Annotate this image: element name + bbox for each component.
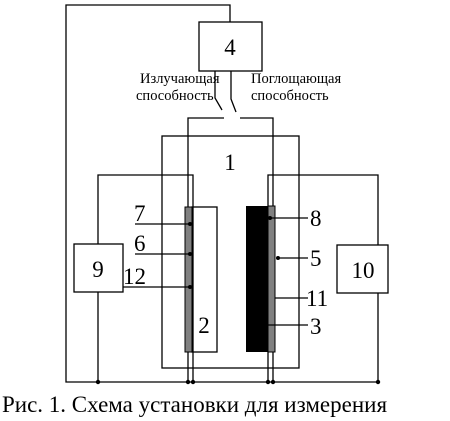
junction-dot [188,222,192,226]
junction-dot [185,379,191,385]
block-10-meter [336,244,389,294]
emissivity-label-line2: способность [136,88,214,104]
junction-dot [375,379,381,385]
junction-dots [95,216,381,385]
label-11: 11 [306,286,328,311]
emissivity-label-line1: Излучающая [140,71,220,87]
junction-dot [265,379,271,385]
label-7: 7 [134,201,146,226]
wire-10-loop [267,174,337,382]
absorptivity-label-line1: Поглощающая [251,71,341,87]
label-3: 3 [310,314,322,339]
junction-dot [268,216,272,220]
junction-dot [188,285,192,289]
label-12: 12 [123,264,146,289]
label-5: 5 [310,246,322,271]
block-9-meter [73,243,124,293]
wire-4-left [214,71,223,111]
junction-dot [190,379,196,385]
block-4-label: 4 [224,35,236,60]
sample-plate-2-label: 2 [198,313,210,338]
label-6: 6 [134,231,146,256]
label-8: 8 [310,206,322,231]
junction-dot [276,256,280,260]
junction-dot [270,379,276,385]
black-absorber-plate [246,206,268,352]
figure-caption: Рис. 1. Схема установки для измерения [2,392,387,417]
chamber-1-label: 1 [224,150,236,175]
outer-wire-loop [65,4,379,383]
wire-4-right [230,71,237,113]
absorptivity-label-line2: способность [251,88,329,104]
junction-dot [188,252,192,256]
block-9-label: 9 [92,257,104,282]
block-10-label: 10 [352,258,375,283]
left-heater-strip [184,206,193,353]
chamber-1 [161,135,300,369]
right-heater-strip [267,205,276,353]
junction-dot [95,379,101,385]
